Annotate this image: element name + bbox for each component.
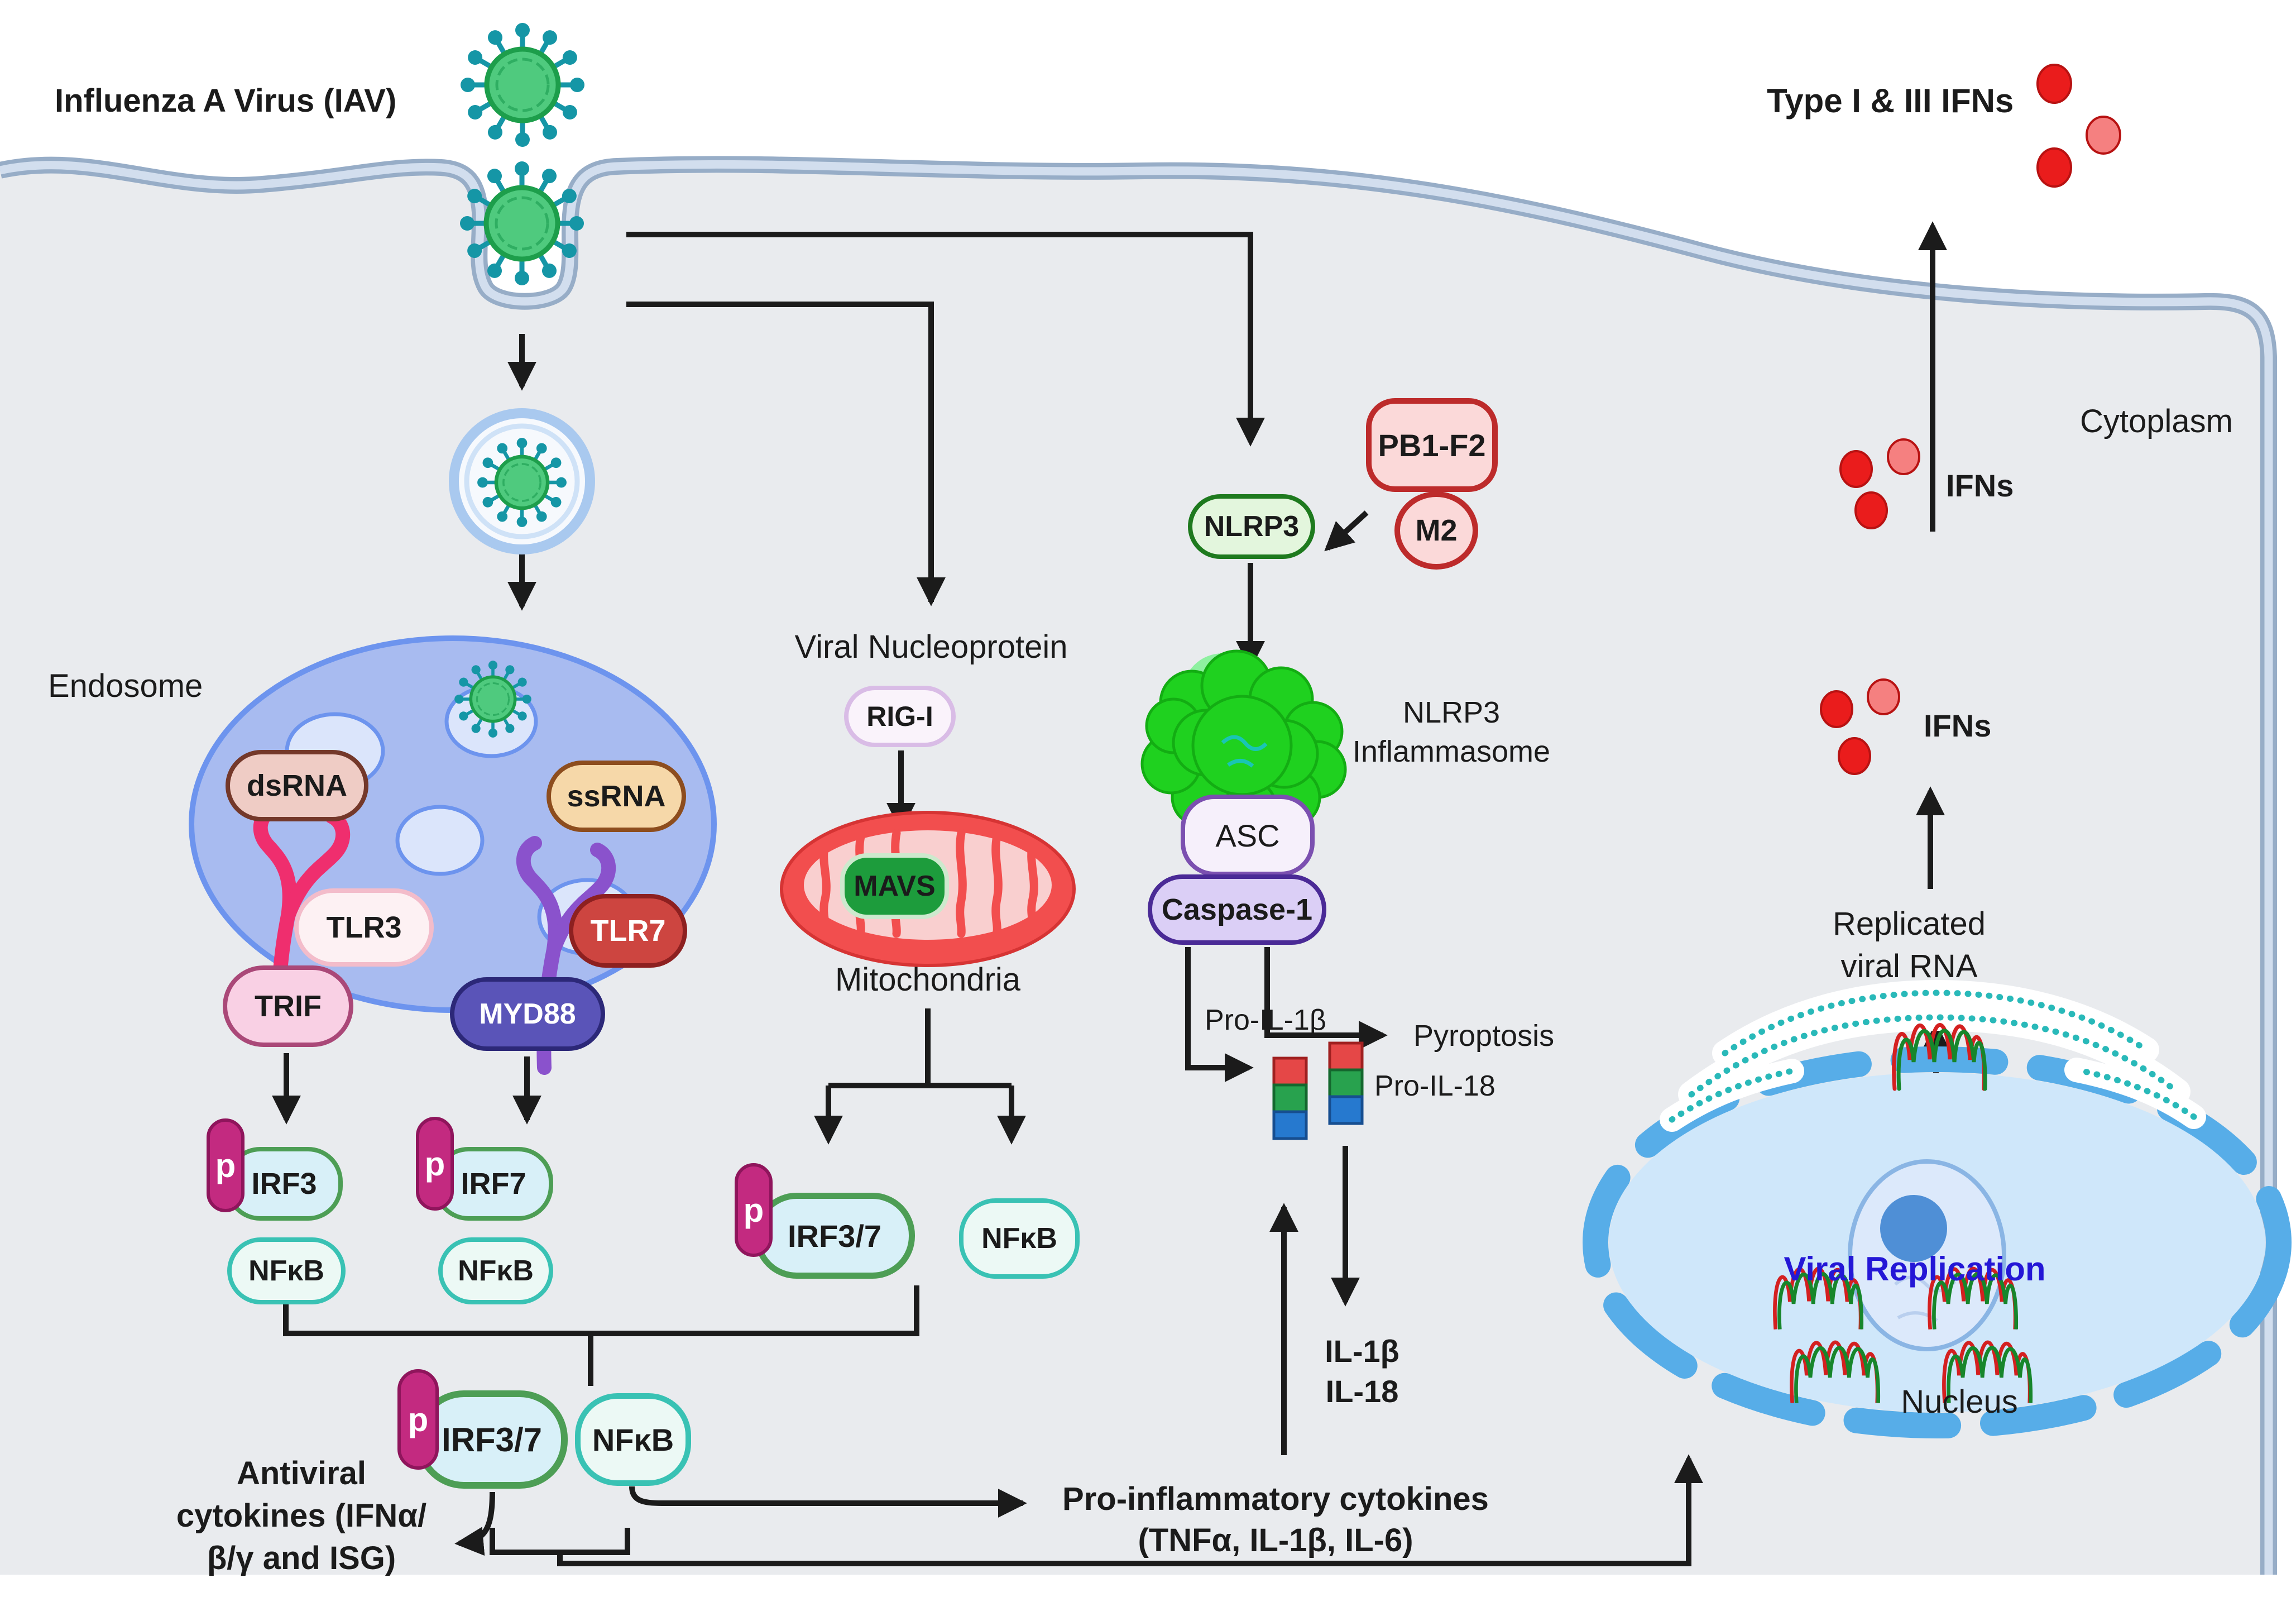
il18-label: IL-18 xyxy=(1325,1374,1399,1409)
arrow-feedback-to-nucleus xyxy=(557,1454,1703,1566)
title: Influenza A Virus (IAV) xyxy=(55,83,397,119)
arrow-caspase-to-pyroptosis xyxy=(1264,947,1388,1050)
inflammasome-label-line1: NLRP3 xyxy=(1402,696,1501,729)
nucleus-organelle xyxy=(1583,1046,2292,1438)
line-membrane-to-nlrp3 xyxy=(626,232,1265,447)
cytoplasm-label: Cytoplasm xyxy=(2080,403,2233,439)
antiviral-label-line2: cytokines (IFNα/ xyxy=(176,1498,427,1534)
pro-il18-label: Pro-IL-18 xyxy=(1374,1070,1495,1102)
ssrna-pill: ssRNA xyxy=(547,761,686,832)
irf37-bottom-pill: IRF3/7 xyxy=(416,1390,568,1489)
antiviral-label-line3: β/γ and ISG) xyxy=(207,1540,396,1576)
trif-pill: TRIF xyxy=(223,965,353,1047)
pro-il-blocks xyxy=(1272,1041,1364,1140)
phospho-tag-irf37-mid: p xyxy=(735,1163,773,1257)
phospho-tag-irf3: p xyxy=(207,1118,245,1212)
arrow-nfkbb-to-proinflammatory xyxy=(629,1486,1027,1518)
replicated-rna-label-line1: Replicated xyxy=(1832,906,1986,942)
type-ifns-label: Type I & III IFNs xyxy=(1767,82,2014,119)
inflammasome-label-line2: Inflammasome xyxy=(1352,735,1551,768)
arrows xyxy=(272,221,1950,1566)
pyroptosis-label: Pyroptosis xyxy=(1413,1019,1555,1053)
ifn-dots xyxy=(1820,64,2121,775)
virus-extracellular-icon xyxy=(461,23,584,147)
m2-pill: M2 xyxy=(1394,491,1478,570)
pro-il1b-label: Pro-IL-1β xyxy=(1205,1004,1326,1036)
mavs-pill: MAVS xyxy=(840,853,949,919)
nucleus-label: Nucleus xyxy=(1901,1384,2018,1420)
ifns-lower-label: IFNs xyxy=(1924,708,1992,743)
nfkb-mid-pill: NFκB xyxy=(959,1198,1080,1279)
irf3-pill: IRF3 xyxy=(226,1147,343,1221)
nlrp3-pill: NLRP3 xyxy=(1188,494,1315,559)
il1b-label: IL-1β xyxy=(1325,1333,1399,1369)
replicated-rna-label-line2: viral RNA xyxy=(1840,948,1978,984)
dsrna-pill: dsRNA xyxy=(226,750,368,821)
ifns-upper-label: IFNs xyxy=(1946,468,2014,503)
proinflammatory-label-line2: (TNFα, IL-1β, IL-6) xyxy=(1138,1522,1413,1558)
endosome-label: Endosome xyxy=(48,668,203,704)
pb1f2-pill: PB1-F2 xyxy=(1366,398,1498,492)
line-collector xyxy=(283,1285,919,1336)
nucleolus-icon xyxy=(1880,1195,1947,1262)
line-mito-split xyxy=(828,1008,1012,1088)
viral-replication-label: Viral Replication xyxy=(1784,1250,2046,1288)
arrow-irf37b-to-antiviral xyxy=(454,1491,495,1556)
phospho-tag-irf37-bottom: p xyxy=(397,1369,439,1470)
mitochondria-label: Mitochondria xyxy=(835,962,1021,998)
tlr7-pill: TLR7 xyxy=(569,894,687,968)
line-membrane-to-rigi xyxy=(626,302,946,606)
nfkb-left1-pill: NFκB xyxy=(227,1237,346,1304)
viral-nucleoprotein-label: Viral Nucleoprotein xyxy=(794,629,1068,665)
irf37-mid-pill: IRF3/7 xyxy=(754,1193,915,1279)
tlr3-pill: TLR3 xyxy=(294,888,434,967)
endoplasmic-reticulum-icon xyxy=(1660,979,2206,1132)
plasma-membrane xyxy=(0,156,2277,1575)
endocytic-vesicle xyxy=(449,408,595,554)
rigi-pill: RIG-I xyxy=(844,686,956,747)
antiviral-label-line1: Antiviral xyxy=(236,1455,367,1491)
proinflammatory-label-line1: Pro-inflammatory cytokines xyxy=(1062,1481,1489,1517)
arrow-caspase-to-proil xyxy=(1185,947,1254,1082)
phospho-tag-irf7: p xyxy=(416,1117,454,1211)
asc-pill: ASC xyxy=(1181,795,1315,876)
caspase1-pill: Caspase-1 xyxy=(1148,874,1326,945)
nfkb-bottom-pill: NFκB xyxy=(575,1393,691,1486)
arrow-pb1f2-to-nlrp3 xyxy=(1324,510,1369,552)
myd88-pill: MYD88 xyxy=(450,977,605,1051)
nfkb-left2-pill: NFκB xyxy=(438,1237,553,1304)
